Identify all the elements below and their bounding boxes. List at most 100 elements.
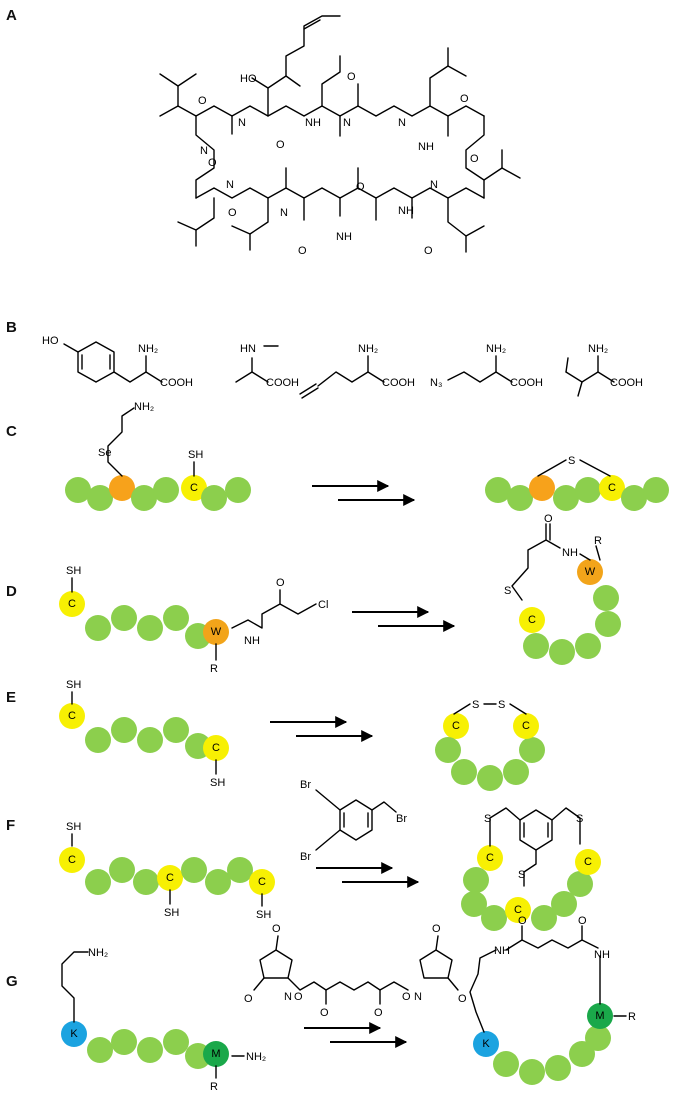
residue-bead — [65, 477, 91, 503]
residue-bead — [493, 1051, 519, 1077]
imide-n-label: N — [284, 991, 292, 1003]
lysine-amine-crosslink-scheme: KM NH₂ NH₂ R O O N O O O O N O O — [61, 915, 636, 1093]
panel-label-e: E — [6, 689, 16, 706]
carboxyl-label: COOH — [510, 377, 543, 389]
cysteine-residue-label: C — [68, 854, 76, 866]
residue-bead — [481, 905, 507, 931]
cysteine-residue-label: C — [528, 614, 536, 626]
thiol-label: SH — [256, 909, 271, 921]
amide-nh-label: NH — [494, 945, 510, 957]
thiol-label: SH — [66, 821, 81, 833]
thiol-label: SH — [210, 777, 225, 789]
carbonyl-o-label: O — [460, 93, 469, 105]
carbonyl-o-label: O — [298, 245, 307, 257]
residue-bead — [553, 485, 579, 511]
thioether-sulfur-label: S — [576, 813, 583, 825]
amide-n-label: N — [280, 207, 288, 219]
residue-bead — [519, 1059, 545, 1085]
carboxyl-label: COOH — [610, 377, 643, 389]
bromide-label: Br — [300, 851, 311, 863]
cysteine-residue — [203, 735, 229, 761]
residue-bead — [137, 1037, 163, 1063]
linear-peptide-chain: CC — [59, 703, 229, 761]
residue-bead — [567, 871, 593, 897]
residue-bead — [133, 869, 159, 895]
carbonyl-o-label: O — [578, 915, 587, 927]
residue-bead — [111, 605, 137, 631]
r-group-label: R — [210, 1081, 218, 1093]
tyrosine-structure: HO NH₂ COOH — [42, 335, 193, 389]
residue-bead — [181, 857, 207, 883]
thiol-label: SH — [66, 679, 81, 691]
residue-bead — [201, 485, 227, 511]
azide-label: N₃ — [430, 377, 442, 389]
amine-label: NH₂ — [246, 1051, 266, 1063]
residue-bead — [87, 485, 113, 511]
residue-bead — [153, 477, 179, 503]
carbonyl-o-label: O — [320, 1007, 329, 1019]
r-group-label: R — [594, 535, 602, 547]
amide-n-label: N — [238, 117, 246, 129]
residue-bead — [545, 1055, 571, 1081]
cysteine-residue — [181, 475, 207, 501]
amide-nh-label: NH — [398, 205, 414, 217]
amide-nh-label: NH — [244, 635, 260, 647]
ester-o-label: O — [294, 991, 303, 1003]
residue-bead — [205, 869, 231, 895]
residue-bead — [507, 485, 533, 511]
linear-peptide-chain: KM — [61, 1021, 229, 1069]
linear-peptide-chain: CW — [59, 591, 229, 649]
carboxyl-label: COOH — [266, 377, 299, 389]
cysteine-residue-label: C — [584, 856, 592, 868]
carbonyl-o-label: O — [276, 577, 285, 589]
residue-bead — [477, 765, 503, 791]
amide-n-label: N — [398, 117, 406, 129]
amide-nh-label: NH — [562, 547, 578, 559]
carbonyl-o-label: O — [347, 71, 356, 83]
imide-n-label: N — [414, 991, 422, 1003]
residue-bead — [585, 1025, 611, 1051]
cyclic-peptide-chain: KM — [473, 1003, 613, 1085]
carbonyl-o-label: O — [432, 923, 441, 935]
residue-bead — [643, 477, 669, 503]
amide-n-label: N — [430, 179, 438, 191]
panel-label-b: B — [6, 319, 17, 336]
methionine-residue — [203, 1041, 229, 1067]
residue-bead — [593, 585, 619, 611]
hydroxyl-label: HO — [240, 73, 257, 85]
residue-bead — [225, 477, 251, 503]
lysine-residue-label: K — [482, 1038, 490, 1050]
thiol-label: SH — [188, 449, 203, 461]
residue-bead — [503, 759, 529, 785]
cysteine-residue-label: C — [258, 876, 266, 888]
carbonyl-o-label: O — [356, 181, 365, 193]
residue-bead — [85, 869, 111, 895]
r-group-label: R — [210, 663, 218, 675]
residue-bead — [111, 1029, 137, 1055]
unnatural-amino-acids: HO NH₂ COOH HN COOH NH₂ COOH N₃ NH₂ CO — [42, 335, 643, 399]
residue-bead — [111, 717, 137, 743]
residue-bead — [485, 477, 511, 503]
thiol-label: SH — [164, 907, 179, 919]
tryptophan-residue-label: W — [585, 566, 596, 578]
methionine-residue-label: M — [595, 1010, 604, 1022]
panel-label-f: F — [6, 817, 15, 834]
cysteine-residue — [59, 591, 85, 617]
cysteine-residue — [575, 849, 601, 875]
lysine-residue — [61, 1021, 87, 1047]
amine-label: NH₂ — [134, 401, 154, 413]
residue-bead — [85, 727, 111, 753]
thioether-sulfur-label: S — [518, 869, 525, 881]
residue-bead — [463, 867, 489, 893]
residue-bead — [451, 759, 477, 785]
disulfide-sulfur-label: S — [472, 699, 479, 711]
cysteine-residue-label: C — [68, 598, 76, 610]
amine-label: HN — [240, 343, 256, 355]
selenocysteine-residue — [529, 475, 555, 501]
residue-bead — [85, 615, 111, 641]
cysteine-residue-label: C — [514, 904, 522, 916]
cysteine-residue — [505, 897, 531, 923]
